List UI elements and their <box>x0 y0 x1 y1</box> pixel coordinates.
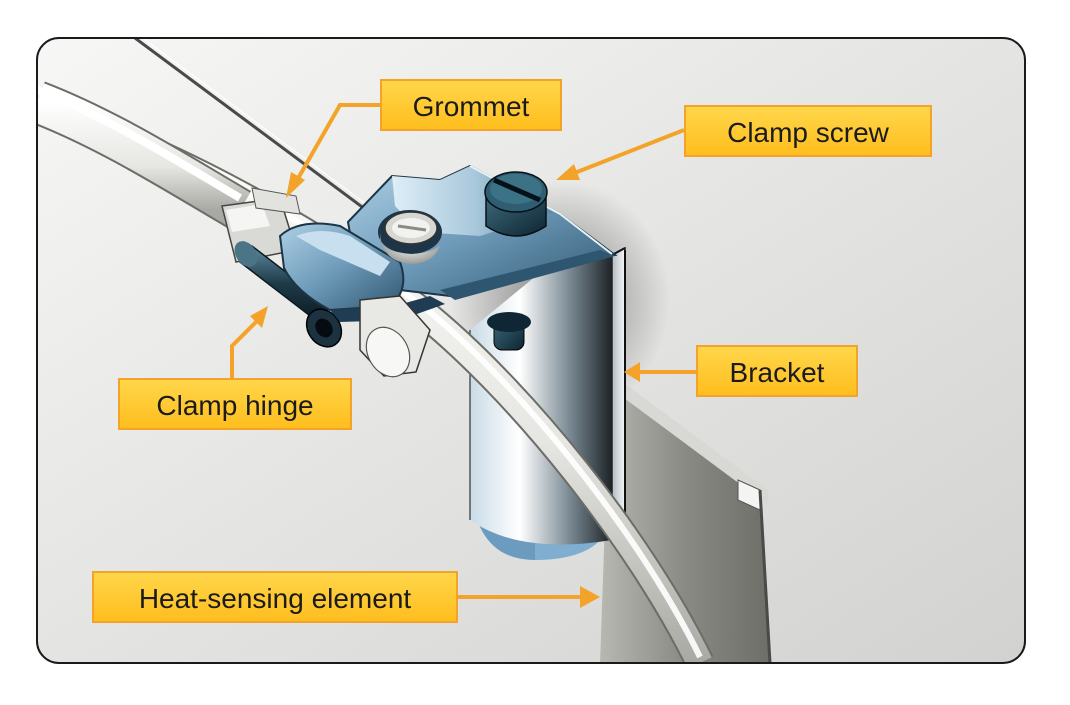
clamp-hinge <box>234 241 343 348</box>
clamp-hinge-label: Clamp hinge <box>118 378 352 430</box>
leader-arrowheads <box>250 164 640 608</box>
heat-sensing-element-label: Heat-sensing element <box>92 571 458 623</box>
clamp-hinge-leader <box>230 314 264 378</box>
mounting-panel <box>600 380 770 663</box>
grommet-label: Grommet <box>380 79 562 131</box>
bracket-label: Bracket <box>696 345 858 397</box>
clamp-screw <box>484 171 548 351</box>
illustration <box>37 38 772 663</box>
clamp-body <box>278 164 618 378</box>
clamp-screw-leader <box>571 128 685 176</box>
grommet-leader <box>294 103 380 183</box>
clamp-screw-label: Clamp screw <box>684 105 932 157</box>
frame-border <box>36 37 1026 664</box>
leader-lines <box>230 103 696 599</box>
